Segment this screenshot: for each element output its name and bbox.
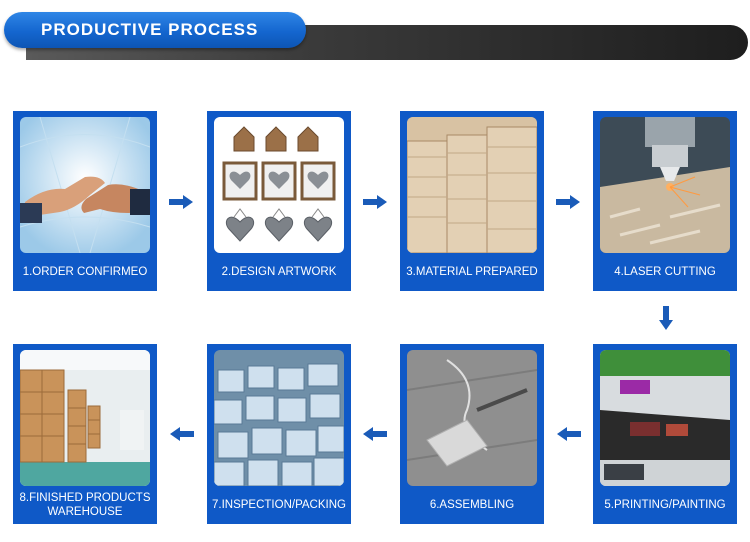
- handshake-photo: [20, 117, 150, 253]
- step-label: 1.ORDER CONFIRMEO: [22, 266, 148, 278]
- step-card-assembling: 6.ASSEMBLING: [400, 344, 544, 524]
- step-label: 6.ASSEMBLING: [429, 499, 515, 511]
- step-label: 8.FINISHED PRODUCTS WAREHOUSE: [19, 492, 151, 518]
- packed-boxes-photo: [214, 350, 344, 486]
- assembling-photo: [407, 350, 537, 486]
- board-stacks-photo: [407, 117, 537, 253]
- step-card-design-artwork: 2.DESIGN ARTWORK: [207, 111, 351, 291]
- arrow-right-icon: [363, 195, 387, 209]
- warehouse-photo: [20, 350, 150, 486]
- step-label: 2.DESIGN ARTWORK: [221, 266, 337, 278]
- step-card-material-prepared: 3.MATERIAL PREPARED: [400, 111, 544, 291]
- arrow-left-icon: [170, 427, 194, 441]
- step-label: 5.PRINTING/PAINTING: [604, 499, 726, 511]
- step-card-printing-painting: 5.PRINTING/PAINTING: [593, 344, 737, 524]
- step-card-finished-warehouse: 8.FINISHED PRODUCTS WAREHOUSE: [13, 344, 157, 524]
- uv-printer-photo: [600, 350, 730, 486]
- step-card-laser-cutting: 4.LASER CUTTING: [593, 111, 737, 291]
- step-label: 4.LASER CUTTING: [614, 266, 716, 278]
- step-label: 3.MATERIAL PREPARED: [406, 266, 538, 278]
- arrow-right-icon: [169, 195, 193, 209]
- laser-machine-photo: [600, 117, 730, 253]
- arrow-left-icon: [363, 427, 387, 441]
- arrow-left-icon: [557, 427, 581, 441]
- step-label: 7.INSPECTION/PACKING: [212, 499, 346, 511]
- arrow-down-icon: [659, 306, 673, 330]
- step-card-order-confirmed: 1.ORDER CONFIRMEO: [13, 111, 157, 291]
- step-card-inspection-packing: 7.INSPECTION/PACKING: [207, 344, 351, 524]
- page-title: PRODUCTIVE PROCESS: [41, 20, 259, 39]
- arrow-right-icon: [556, 195, 580, 209]
- artwork-samples-photo: [214, 117, 344, 253]
- header-title-badge: PRODUCTIVE PROCESS: [4, 12, 306, 48]
